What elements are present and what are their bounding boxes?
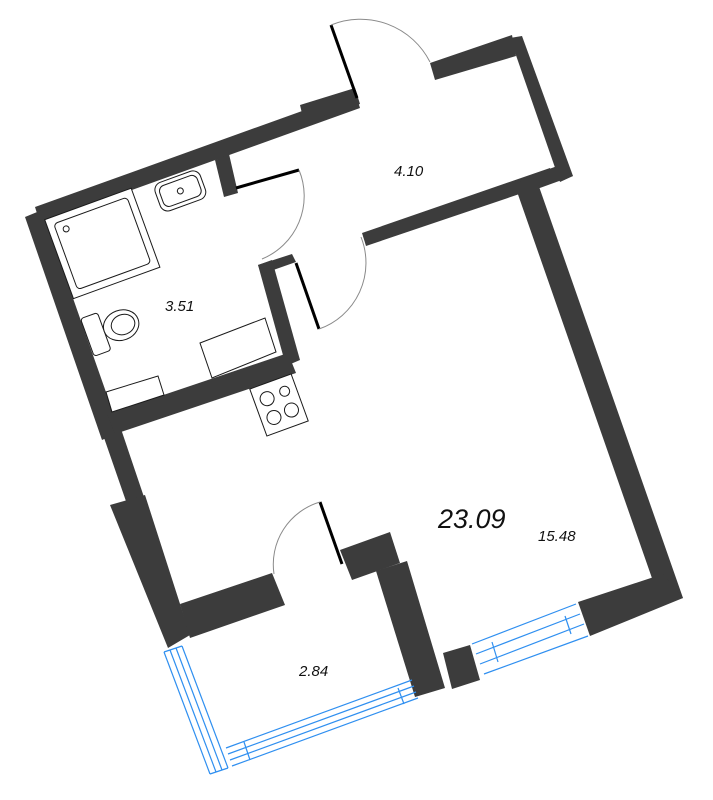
total-area: 23.09 xyxy=(438,504,506,534)
balcony-window-bottom xyxy=(225,679,419,767)
room-area-living: 15.48 xyxy=(538,528,576,545)
wall-bath-bottom xyxy=(107,353,296,434)
bathroom-fixtures xyxy=(44,170,277,413)
wall-bath-top-stub xyxy=(215,154,238,197)
washing-machine-area xyxy=(199,317,277,379)
wall-bath-right xyxy=(258,260,300,366)
room-area-balcony: 2.84 xyxy=(299,663,329,680)
stove-icon xyxy=(249,373,309,437)
bath-cabinet xyxy=(105,375,165,413)
wall-left-bath xyxy=(25,210,120,440)
wall-balcony-right xyxy=(376,561,445,697)
shower-tray-icon xyxy=(44,187,161,300)
balcony-window-left xyxy=(163,645,229,775)
balcony-door[interactable] xyxy=(272,501,344,575)
wall-right-living xyxy=(514,178,683,604)
doors xyxy=(235,18,431,575)
wall-hall-top xyxy=(430,35,516,80)
wall-bath-right-stub xyxy=(258,254,296,274)
wall-bottom-right xyxy=(578,574,683,636)
wall-left-pier xyxy=(110,495,190,648)
sink-icon xyxy=(154,170,207,212)
wall-balcony-right-top xyxy=(340,532,400,580)
wall-hall-entry-left xyxy=(300,88,360,122)
entry-door[interactable] xyxy=(329,18,431,99)
windows xyxy=(163,603,589,775)
wall-hall-right xyxy=(510,36,573,182)
wall-balcony-left xyxy=(180,573,285,638)
wall-bottom-mid xyxy=(443,645,480,689)
living-room-window xyxy=(471,603,589,675)
bathroom-door[interactable] xyxy=(235,168,305,260)
wall-top-bath xyxy=(35,92,360,223)
walls xyxy=(25,35,683,697)
living-room-door[interactable] xyxy=(294,236,367,330)
wall-hall-bottom xyxy=(362,168,555,246)
room-area-hall: 4.10 xyxy=(394,163,424,180)
toilet-icon xyxy=(80,309,140,356)
wall-left-living xyxy=(102,426,145,507)
room-area-bath: 3.51 xyxy=(165,298,195,315)
